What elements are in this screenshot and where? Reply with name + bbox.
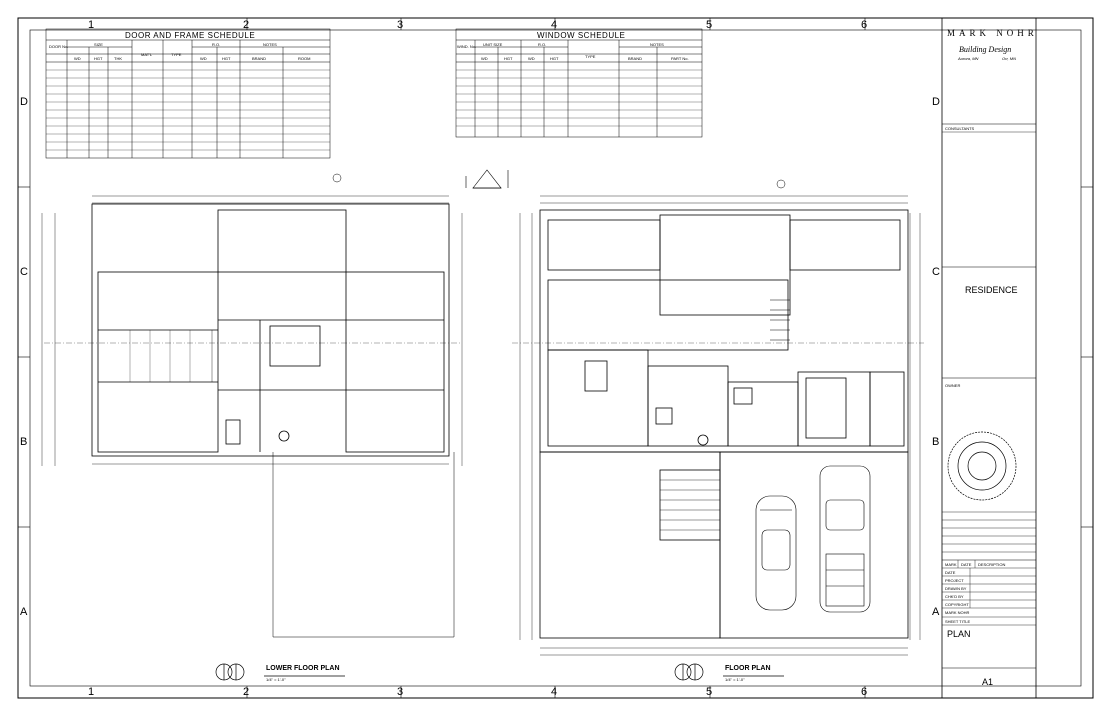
door-hgt-header: HGT: [94, 56, 103, 61]
window-notes-header: NOTES: [650, 42, 664, 47]
grid-row-d-left: D: [20, 96, 28, 108]
door-schedule-rows: [46, 69, 330, 151]
lower-plan-symbol: [215, 663, 345, 681]
company-name: MARK NOHR: [947, 28, 1038, 38]
grid-col-4-bottom: 4: [551, 686, 558, 698]
window-part-no-header: PART No.: [671, 56, 689, 61]
grid-col-6-bottom: 6: [861, 686, 868, 698]
floor-plan-title: FLOOR PLAN: [725, 665, 771, 672]
sheet-number: A1: [982, 677, 994, 687]
company-city-right: Orr, MN: [1002, 56, 1016, 61]
window-schedule-title: WINDOW SCHEDULE: [537, 31, 626, 40]
project-name: RESIDENCE: [965, 285, 1018, 295]
grid-row-b-left: B: [20, 436, 28, 448]
project-label: PROJECT: [945, 578, 964, 583]
lower-floor-plan-scale: 1/4" = 1'-0": [266, 677, 286, 682]
grid-row-c-right: C: [932, 266, 940, 278]
door-no-header: DOOR No.: [49, 44, 69, 49]
window-no-header: WIND. No.: [457, 44, 477, 49]
title-block: [941, 17, 1037, 699]
door-schedule-title: DOOR AND FRAME SCHEDULE: [125, 31, 256, 40]
door-notes-header: NOTES: [263, 42, 277, 47]
window-schedule-table: [455, 28, 703, 138]
floor-plan-symbol: [674, 663, 784, 681]
grid-col-2-bottom: 2: [243, 686, 250, 698]
revision-mark-header: MARK: [945, 562, 957, 567]
grid-col-3-bottom: 3: [397, 686, 404, 698]
checked-by-label: CHK'D BY: [945, 594, 964, 599]
lower-floor-plan-title: LOWER FLOOR PLAN: [266, 665, 340, 672]
window-hgt-header: HGT: [504, 56, 513, 61]
grid-row-d-right: D: [932, 96, 940, 108]
grid-row-b-right: B: [932, 436, 940, 448]
grid-col-5-top: 5: [706, 19, 713, 31]
grid-row-a-left: A: [20, 606, 28, 618]
drawn-by-label: DRAWN BY: [945, 586, 967, 591]
grid-col-5-bottom: 5: [706, 686, 713, 698]
window-ro-hgt-header: HGT: [550, 56, 559, 61]
window-type-header: TYPE: [585, 54, 596, 59]
copyright-value: MARK NOHR: [945, 610, 970, 615]
grid-col-3-top: 3: [397, 19, 404, 31]
window-brand-header: BRAND: [628, 56, 643, 61]
company-subtitle: Building Design: [959, 45, 1012, 54]
grid-col-2-top: 2: [243, 19, 250, 31]
floor-plan-scale: 1/4" = 1'-0": [725, 677, 745, 682]
door-brand-header: BRAND: [252, 56, 267, 61]
truck-outline: [819, 465, 871, 613]
door-room-header: ROOM: [298, 56, 311, 61]
door-thk-header: THK: [114, 56, 122, 61]
window-wd-header: WD: [481, 56, 488, 61]
company-seal: [947, 431, 1017, 501]
date-label: DATE: [945, 570, 956, 575]
revision-description-header: DESCRIPTION: [978, 562, 1006, 567]
door-matl-header: MAT'L: [141, 52, 153, 57]
car-outline: [755, 495, 797, 611]
window-unit-size-header: UNIT SIZE: [483, 42, 503, 47]
door-ro-hgt-header: HGT: [222, 56, 231, 61]
owner-label: OWNER: [945, 383, 961, 388]
copyright-label: COPYRIGHT: [945, 602, 969, 607]
window-elevation-detail: [465, 169, 509, 189]
door-schedule-table: [45, 28, 331, 159]
lower-floor-plan: [41, 173, 463, 638]
door-ro-header: R.O.: [212, 42, 221, 47]
door-ro-wd-header: WD: [200, 56, 207, 61]
company-city-left: Aurora, MN: [958, 56, 979, 61]
revision-date-header: DATE: [961, 562, 972, 567]
consultants-label: CONSULTANTS: [945, 126, 975, 131]
grid-col-1-bottom: 1: [88, 686, 95, 698]
grid-col-4-top: 4: [551, 19, 558, 31]
sheet-title-label: SHEET TITLE: [945, 619, 971, 624]
grid-row-c-left: C: [20, 266, 28, 278]
sheet-border: [17, 17, 1094, 699]
drawing-frame: [29, 29, 1082, 687]
window-schedule-rows: [456, 69, 702, 127]
grid-col-1-top: 1: [88, 19, 95, 31]
door-wd-header: WD: [74, 56, 81, 61]
grid-row-a-right: A: [932, 606, 940, 618]
window-ro-header: R.O.: [538, 42, 547, 47]
grid-col-6-top: 6: [861, 19, 868, 31]
door-size-header: SIZE: [94, 42, 103, 47]
floor-plan: [512, 179, 924, 656]
door-type-header: TYPE: [171, 52, 182, 57]
window-ro-wd-header: WD: [528, 56, 535, 61]
sheet-title: PLAN: [947, 629, 971, 639]
